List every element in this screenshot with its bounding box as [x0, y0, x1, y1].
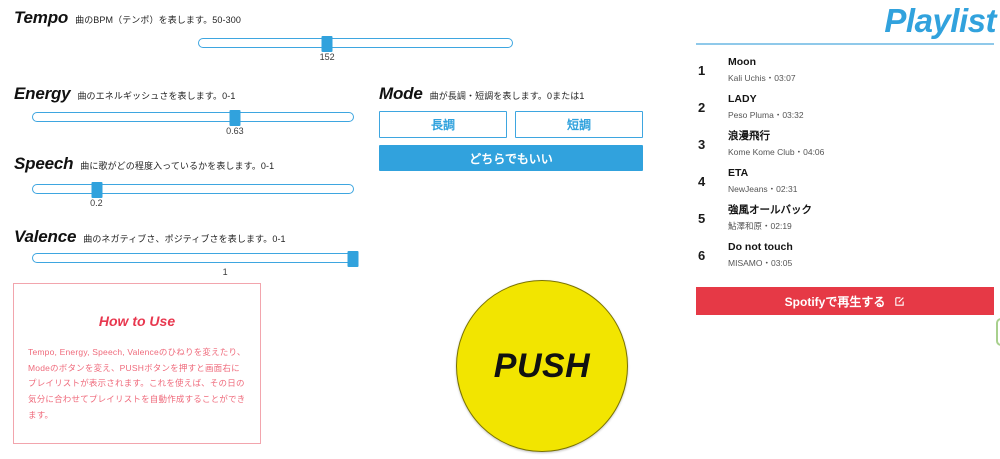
slider-thumb-tempo[interactable]: [321, 36, 333, 52]
how-to-use-box: How to Use Tempo, Energy, Speech, Valenc…: [13, 283, 261, 444]
slider-speech[interactable]: 0.2: [32, 182, 354, 208]
spotify-play-label: Spotifyで再生する: [784, 294, 886, 309]
track-meta: Peso Pluma・03:32: [728, 110, 804, 121]
playlist-divider: [696, 43, 994, 45]
param-desc-mode: 曲が長調・短調を表します。0または1: [429, 91, 585, 101]
track-info: 浪漫飛行 Kome Kome Club・04:06: [728, 128, 824, 158]
track-meta: NewJeans・02:31: [728, 184, 798, 195]
track-index: 3: [698, 137, 706, 152]
how-to-use-body: Tempo, Energy, Speech, Valenceのひねりを変えたり、…: [28, 347, 246, 420]
playlist-panel: Playlist 1 Moon Kali Uchis・03:07 2 LADY …: [696, 0, 1000, 459]
track-index: 6: [698, 248, 706, 263]
track-row[interactable]: 2 LADY Peso Pluma・03:32: [696, 91, 1000, 128]
track-row[interactable]: 4 ETA NewJeans・02:31: [696, 165, 1000, 202]
controls-panel: Tempo 曲のBPM（テンポ）を表します。50-300 152 Energy 曲の…: [13, 8, 643, 452]
slider-thumb-speech[interactable]: [91, 182, 103, 198]
mode-button-group: 長調 短調: [379, 111, 643, 138]
param-label-energy: Energy 曲のエネルギッシュさを表します。0-1: [14, 84, 235, 104]
param-desc-speech: 曲に歌がどの程度入っているかを表します。0-1: [80, 161, 275, 171]
track-name: Do not touch: [728, 241, 793, 253]
param-desc-valence: 曲のネガティブさ、ポジティブさを表します。0-1: [83, 234, 286, 244]
slider-value-valence: 1: [222, 267, 228, 277]
track-index: 1: [698, 63, 706, 78]
track-info: 強風オールバック 鮎澤和原・02:19: [728, 202, 812, 232]
param-name-valence: Valence: [14, 227, 77, 246]
push-button[interactable]: PUSH: [456, 280, 628, 452]
track-index: 2: [698, 100, 706, 115]
param-name-speech: Speech: [14, 154, 74, 173]
slider-track-valence[interactable]: [32, 251, 359, 267]
track-row[interactable]: 3 浪漫飛行 Kome Kome Club・04:06: [696, 128, 1000, 165]
slider-track-tempo[interactable]: [198, 36, 513, 52]
slider-value-tempo: 152: [319, 52, 335, 62]
slider-value-energy: 0.63: [226, 126, 244, 136]
mode-button-any[interactable]: どちらでもいい: [379, 145, 643, 171]
edge-widget-fragment[interactable]: [996, 318, 1000, 346]
param-name-energy: Energy: [14, 84, 71, 103]
param-label-valence: Valence 曲のネガティブさ、ポジティブさを表します。0-1: [14, 227, 286, 247]
slider-track-speech[interactable]: [32, 182, 354, 198]
push-button-label: PUSH: [493, 346, 591, 385]
track-meta: Kali Uchis・03:07: [728, 73, 796, 84]
track-info: Do not touch MISAMO・03:05: [728, 239, 793, 269]
track-row[interactable]: 6 Do not touch MISAMO・03:05: [696, 239, 1000, 276]
track-info: ETA NewJeans・02:31: [728, 165, 797, 195]
param-label-speech: Speech 曲に歌がどの程度入っているかを表します。0-1: [14, 154, 274, 174]
external-link-icon: [894, 296, 905, 307]
slider-tempo[interactable]: 152: [198, 36, 513, 62]
track-index: 4: [698, 174, 706, 189]
spotify-play-button[interactable]: Spotifyで再生する: [696, 287, 994, 315]
param-name-mode: Mode: [379, 84, 423, 103]
param-label-tempo: Tempo 曲のBPM（テンポ）を表します。50-300: [14, 8, 241, 28]
track-name: ETA: [728, 167, 749, 179]
slider-valence[interactable]: 1: [32, 251, 359, 277]
track-index: 5: [698, 211, 706, 226]
track-name: 浪漫飛行: [728, 130, 770, 142]
how-to-use-title: How to Use: [98, 313, 176, 329]
track-meta: MISAMO・03:05: [728, 258, 793, 269]
track-row[interactable]: 5 強風オールバック 鮎澤和原・02:19: [696, 202, 1000, 239]
slider-thumb-energy[interactable]: [229, 110, 241, 126]
slider-thumb-valence[interactable]: [347, 251, 359, 267]
param-desc-energy: 曲のエネルギッシュさを表します。0-1: [77, 91, 236, 101]
mode-button-minor[interactable]: 短調: [515, 111, 643, 138]
playlist-track-list: 1 Moon Kali Uchis・03:07 2 LADY Peso Plum…: [696, 54, 1000, 276]
slider-energy[interactable]: 0.63: [32, 110, 354, 136]
track-info: LADY Peso Pluma・03:32: [728, 91, 804, 121]
track-meta: Kome Kome Club・04:06: [728, 147, 825, 158]
track-meta: 鮎澤和原・02:19: [728, 221, 792, 232]
playlist-title: Playlist: [884, 2, 996, 39]
mode-button-major[interactable]: 長調: [379, 111, 507, 138]
track-name: 強風オールバック: [728, 204, 812, 216]
track-name: Moon: [728, 56, 756, 68]
track-row[interactable]: 1 Moon Kali Uchis・03:07: [696, 54, 1000, 91]
param-label-mode: Mode 曲が長調・短調を表します。0または1: [379, 84, 585, 104]
slider-value-speech: 0.2: [90, 198, 103, 208]
track-info: Moon Kali Uchis・03:07: [728, 54, 796, 84]
track-name: LADY: [728, 93, 757, 105]
param-name-tempo: Tempo: [14, 8, 69, 27]
param-desc-tempo: 曲のBPM（テンポ）を表します。50-300: [75, 15, 241, 25]
slider-track-energy[interactable]: [32, 110, 354, 126]
